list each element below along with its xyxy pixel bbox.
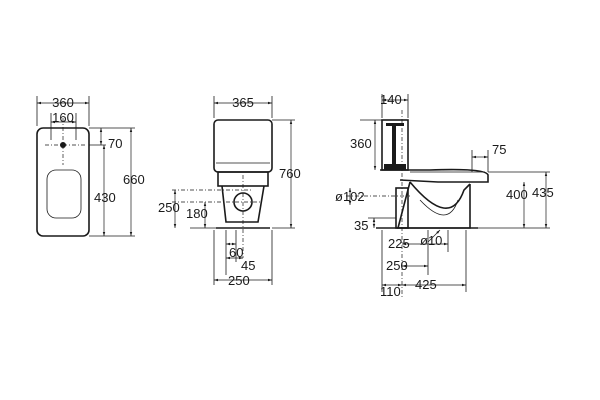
dim-width-top: 365 xyxy=(232,95,254,110)
flush-button-icon xyxy=(60,142,66,148)
dim-height-total: 660 xyxy=(123,172,145,187)
dim-outlet-a: 250 xyxy=(158,200,180,215)
dim-base-a: 60 xyxy=(229,245,243,260)
front-view: 360 160 70 430 660 xyxy=(36,95,145,237)
cistern-outline xyxy=(213,119,273,173)
dim-top-offset: 70 xyxy=(108,136,122,151)
dim-dist-c: 425 xyxy=(415,277,437,292)
dim-pipe-diameter: ø102 xyxy=(335,189,365,204)
dim-small-diameter: ø10 xyxy=(420,233,442,248)
dim-dist-b: 250 xyxy=(386,258,408,273)
dim-base-b: 45 xyxy=(241,258,255,273)
dim-rim-height: 435 xyxy=(532,185,554,200)
dim-seat-height-section: 400 xyxy=(506,187,528,202)
seat-profile xyxy=(380,168,489,183)
dim-seat-offset: 75 xyxy=(492,142,506,157)
dim-wall-gap: 110 xyxy=(380,284,401,299)
bowl-opening xyxy=(46,169,82,219)
dim-outlet-b: 180 xyxy=(186,206,208,221)
outlet-circle xyxy=(233,192,253,212)
dim-height-total-side: 760 xyxy=(279,166,301,181)
bowl-profile xyxy=(409,181,471,209)
dim-base-total: 250 xyxy=(228,273,250,288)
section-view: 140 360 75 ø102 400 435 35 225 ø10 250 xyxy=(335,92,554,299)
pan-pedestal xyxy=(221,185,265,223)
side-view: 365 760 250 180 60 45 250 xyxy=(158,95,301,288)
dim-width-inner: 160 xyxy=(52,110,74,125)
dim-dist-a: 225 xyxy=(388,236,410,251)
dim-seat-height: 430 xyxy=(94,190,116,205)
dim-pipe-offset: 35 xyxy=(354,218,368,233)
dim-width-total: 360 xyxy=(52,95,74,110)
dim-tank-height: 360 xyxy=(350,136,372,151)
dim-tank-depth: 140 xyxy=(380,92,402,107)
